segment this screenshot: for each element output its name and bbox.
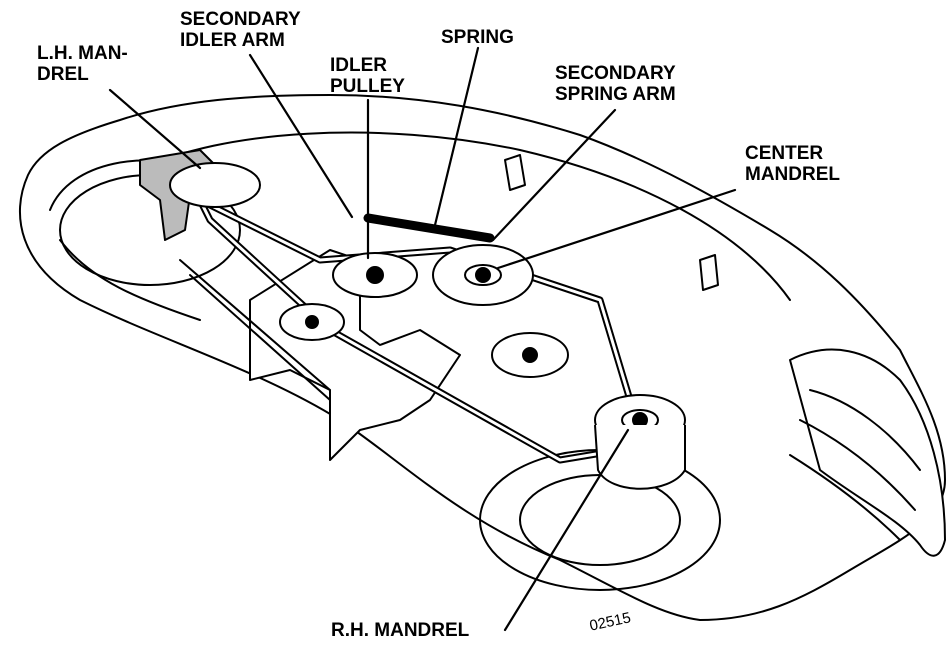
- leader-secondary-idler-arm: [248, 53, 354, 219]
- leader-lh-mandrel: [108, 88, 202, 170]
- lh-mandrel-pulley: [169, 162, 261, 208]
- label-idler-pulley: IDLER PULLEY: [330, 55, 405, 97]
- leader-rh-mandrel: [503, 428, 630, 632]
- spring-coil: [363, 213, 495, 243]
- discharge-chute: [789, 348, 946, 557]
- chute-rib-3: [789, 454, 901, 541]
- leader-spring: [433, 46, 480, 227]
- label-center-mandrel: CENTER MANDREL: [745, 143, 840, 185]
- rear-bracket-2: [699, 254, 719, 291]
- chute-rib-1: [809, 389, 921, 471]
- rear-bracket-1: [504, 154, 526, 191]
- label-secondary-spring-arm: SECONDARY SPRING ARM: [555, 63, 676, 105]
- deck-rim: [139, 131, 791, 301]
- rh-mandrel-body: [594, 424, 686, 490]
- label-lh-mandrel: L.H. MAN- DREL: [37, 43, 128, 85]
- leader-center-mandrel: [496, 188, 737, 270]
- label-secondary-idler-arm: SECONDARY IDLER ARM: [180, 9, 301, 51]
- label-spring: SPRING: [441, 27, 514, 48]
- front-arm: [179, 259, 331, 401]
- label-rh-mandrel: R.H. MANDREL: [331, 620, 470, 641]
- leader-secondary-spring-arm: [491, 108, 617, 242]
- chute-rib-2: [799, 419, 916, 511]
